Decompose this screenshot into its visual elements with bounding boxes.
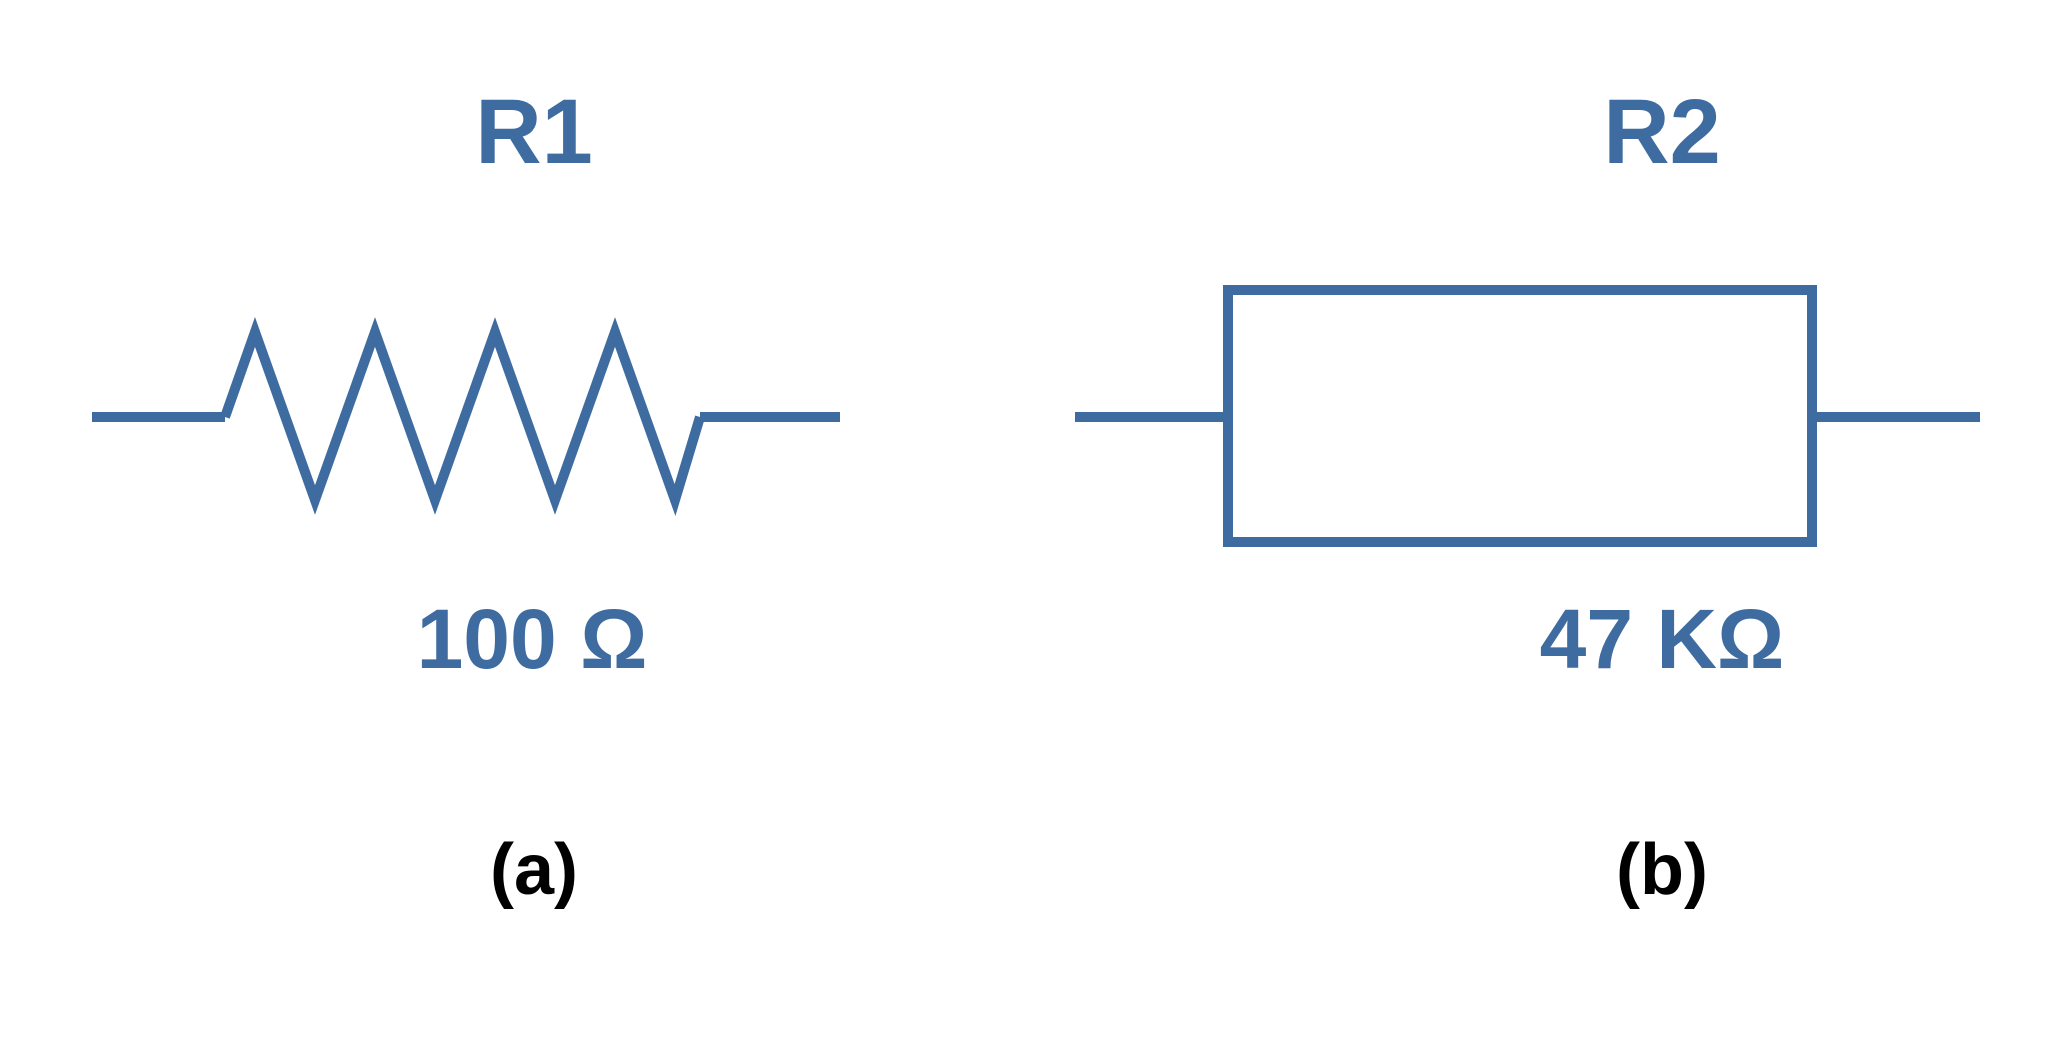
panel-b-rectangular-resistor: R2 47 KΩ (b) — [1024, 0, 2048, 1043]
resistor-designator-r2: R2 — [1603, 81, 1721, 183]
resistor-value-r1: 100 Ω — [416, 592, 648, 686]
resistor-designator-r1: R1 — [475, 81, 593, 183]
panel-caption-b: (b) — [1616, 830, 1708, 910]
resistor-body-rectangle — [1223, 285, 1817, 547]
zigzag-path — [220, 317, 705, 516]
panel-a-zigzag-resistor: R1 100 Ω (a) — [92, 86, 840, 906]
panel-caption-a: (a) — [490, 830, 578, 910]
resistor-value-r2: 47 KΩ — [1539, 592, 1785, 686]
